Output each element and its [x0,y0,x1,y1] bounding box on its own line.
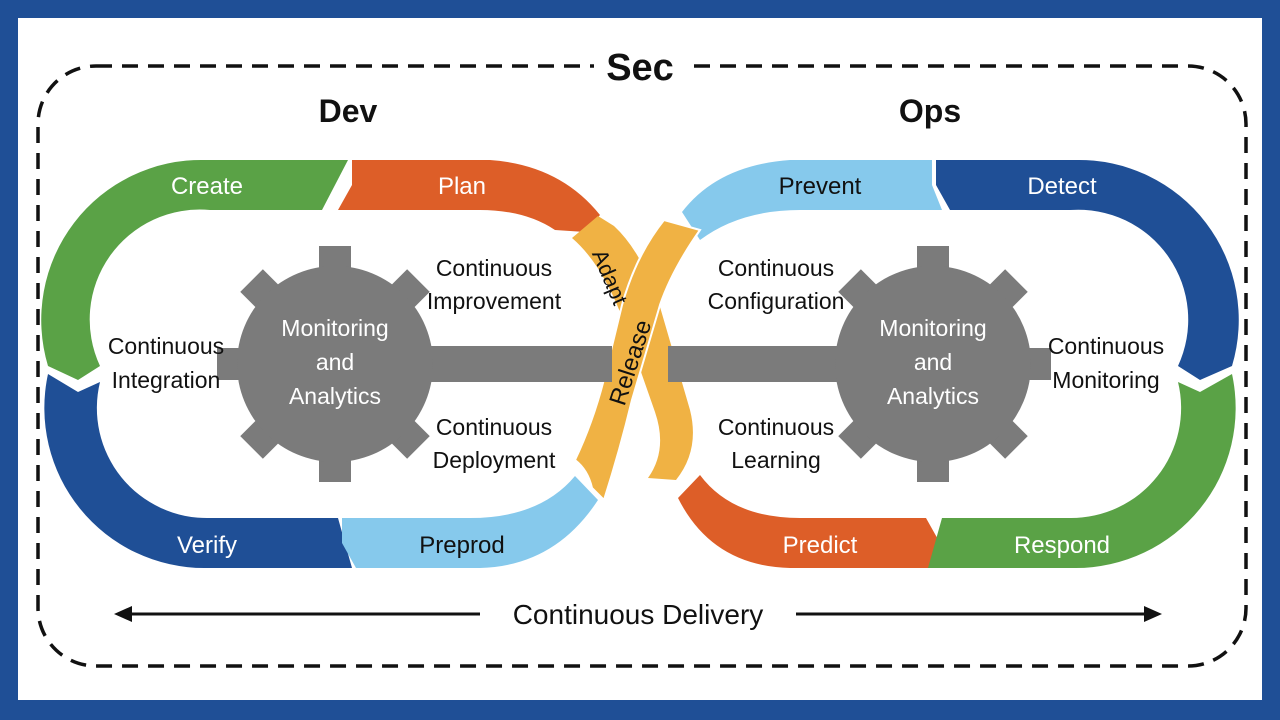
ops-right-line-2: Monitoring [1052,367,1159,393]
label-prevent: Prevent [779,173,862,200]
segment-detect [936,159,1239,380]
segment-prevent [682,160,942,240]
label-preprod: Preprod [419,532,504,559]
dev-gear-line-2: and [316,349,354,375]
segment-predict [678,475,940,568]
dev-lower-line-1: Continuous [436,414,552,440]
segment-release [573,218,702,502]
dev-lower-line-2: Deployment [433,447,556,473]
label-continuous-delivery: Continuous Delivery [513,599,764,630]
segment-verify [44,374,352,569]
dev-left-line-1: Continuous [108,333,224,359]
segment-create [41,159,349,380]
ops-gear-line-3: Analytics [887,383,979,409]
ops-gear-line-1: Monitoring [879,315,986,341]
dev-gear-line-1: Monitoring [281,315,388,341]
ops-lower-line-1: Continuous [718,414,834,440]
segment-preprod [342,476,598,568]
label-ops: Ops [899,93,961,129]
dev-upper-line-1: Continuous [436,255,552,281]
label-verify: Verify [177,532,237,559]
ops-upper-line-1: Continuous [718,255,834,281]
ops-right-line-1: Continuous [1048,333,1164,359]
label-respond: Respond [1014,532,1110,559]
segment-plan [338,160,600,232]
ops-lower-line-2: Learning [731,447,821,473]
dev-upper-line-2: Improvement [427,288,562,314]
delivery-arrow-left-head [114,606,132,622]
dev-left-line-2: Integration [112,367,221,393]
title-mask [594,44,686,88]
label-detect: Detect [1027,173,1097,200]
label-plan: Plan [438,173,486,200]
title-sec: Sec [606,47,674,89]
dev-gear-line-3: Analytics [289,383,381,409]
segment-respond [928,374,1236,569]
segment-adapt [572,216,693,480]
delivery-arrow-right-head [1144,606,1162,622]
dev-gear-icon [217,246,453,482]
ops-gear-icon [815,246,1051,482]
ops-upper-line-2: Configuration [708,288,845,314]
ops-gear-line-2: and [914,349,952,375]
label-predict: Predict [783,532,858,559]
label-dev: Dev [319,93,378,129]
label-create: Create [171,173,243,200]
